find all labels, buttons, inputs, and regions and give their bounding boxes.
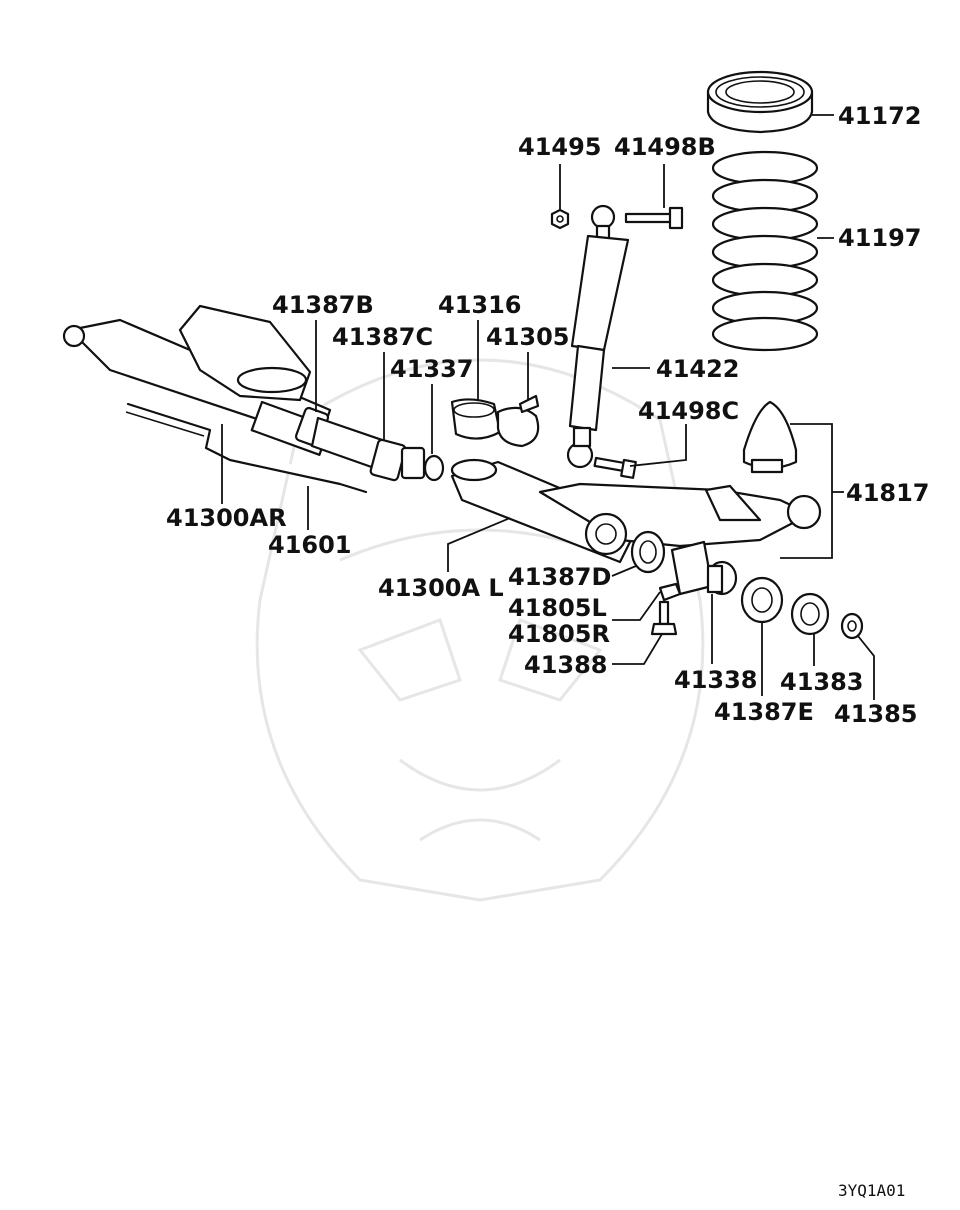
bump-stop-41817[interactable] bbox=[742, 400, 798, 474]
label-41422: 41422 bbox=[656, 355, 740, 383]
label-41385: 41385 bbox=[834, 700, 918, 728]
label-41601: 41601 bbox=[268, 531, 352, 559]
trailing-arm-41300AL[interactable] bbox=[450, 458, 822, 564]
label-41805R: 41805R bbox=[508, 620, 610, 648]
label-41316: 41316 bbox=[438, 291, 522, 319]
bolt-41498C[interactable] bbox=[593, 456, 637, 479]
bracket-41805[interactable] bbox=[658, 540, 714, 602]
coil-spring-41197[interactable] bbox=[711, 150, 819, 352]
bushing-41387D[interactable] bbox=[630, 530, 666, 574]
diagram-code: 3YQ1A01 bbox=[838, 1181, 905, 1200]
label-41387C: 41387C bbox=[332, 323, 433, 351]
label-41338: 41338 bbox=[674, 666, 758, 694]
bushing-41316[interactable] bbox=[450, 398, 502, 440]
nut-41385[interactable] bbox=[840, 612, 864, 640]
label-41498C: 41498C bbox=[638, 397, 739, 425]
collar-41337[interactable] bbox=[400, 446, 445, 482]
washer-41383[interactable] bbox=[790, 592, 830, 636]
nut-41495[interactable] bbox=[550, 208, 570, 230]
bushing-41338[interactable] bbox=[706, 560, 738, 596]
label-41387E: 41387E bbox=[714, 698, 814, 726]
label-41337: 41337 bbox=[390, 355, 474, 383]
label-41498B: 41498B bbox=[614, 133, 716, 161]
watermark-emblem bbox=[255, 358, 705, 902]
label-41388: 41388 bbox=[524, 651, 608, 679]
label-41300AR: 41300AR bbox=[166, 504, 287, 532]
clamp-41305[interactable] bbox=[496, 394, 540, 448]
label-41197: 41197 bbox=[838, 224, 922, 252]
part-labels: 41172 41495 41498B 41197 41387B 41316 41… bbox=[166, 102, 930, 728]
label-41305: 41305 bbox=[486, 323, 570, 351]
bolt-41498B[interactable] bbox=[624, 206, 684, 230]
trailing-arm-41300AR[interactable] bbox=[62, 304, 332, 456]
leader-lines bbox=[221, 114, 875, 700]
stabilizer-bar-41601[interactable] bbox=[125, 402, 368, 494]
label-41383: 41383 bbox=[780, 668, 864, 696]
spring-seat-41172[interactable] bbox=[706, 70, 814, 134]
shock-absorber-41422[interactable] bbox=[566, 204, 630, 469]
label-41300AL: 41300A L bbox=[378, 574, 504, 602]
label-41387B: 41387B bbox=[272, 291, 374, 319]
washer-41387E[interactable] bbox=[740, 576, 784, 624]
label-41805L: 41805L bbox=[508, 594, 607, 622]
label-41495: 41495 bbox=[518, 133, 602, 161]
label-41387D: 41387D bbox=[508, 563, 611, 591]
label-41172: 41172 bbox=[838, 102, 922, 130]
bolt-41388[interactable] bbox=[650, 600, 678, 636]
label-41817: 41817 bbox=[846, 479, 930, 507]
